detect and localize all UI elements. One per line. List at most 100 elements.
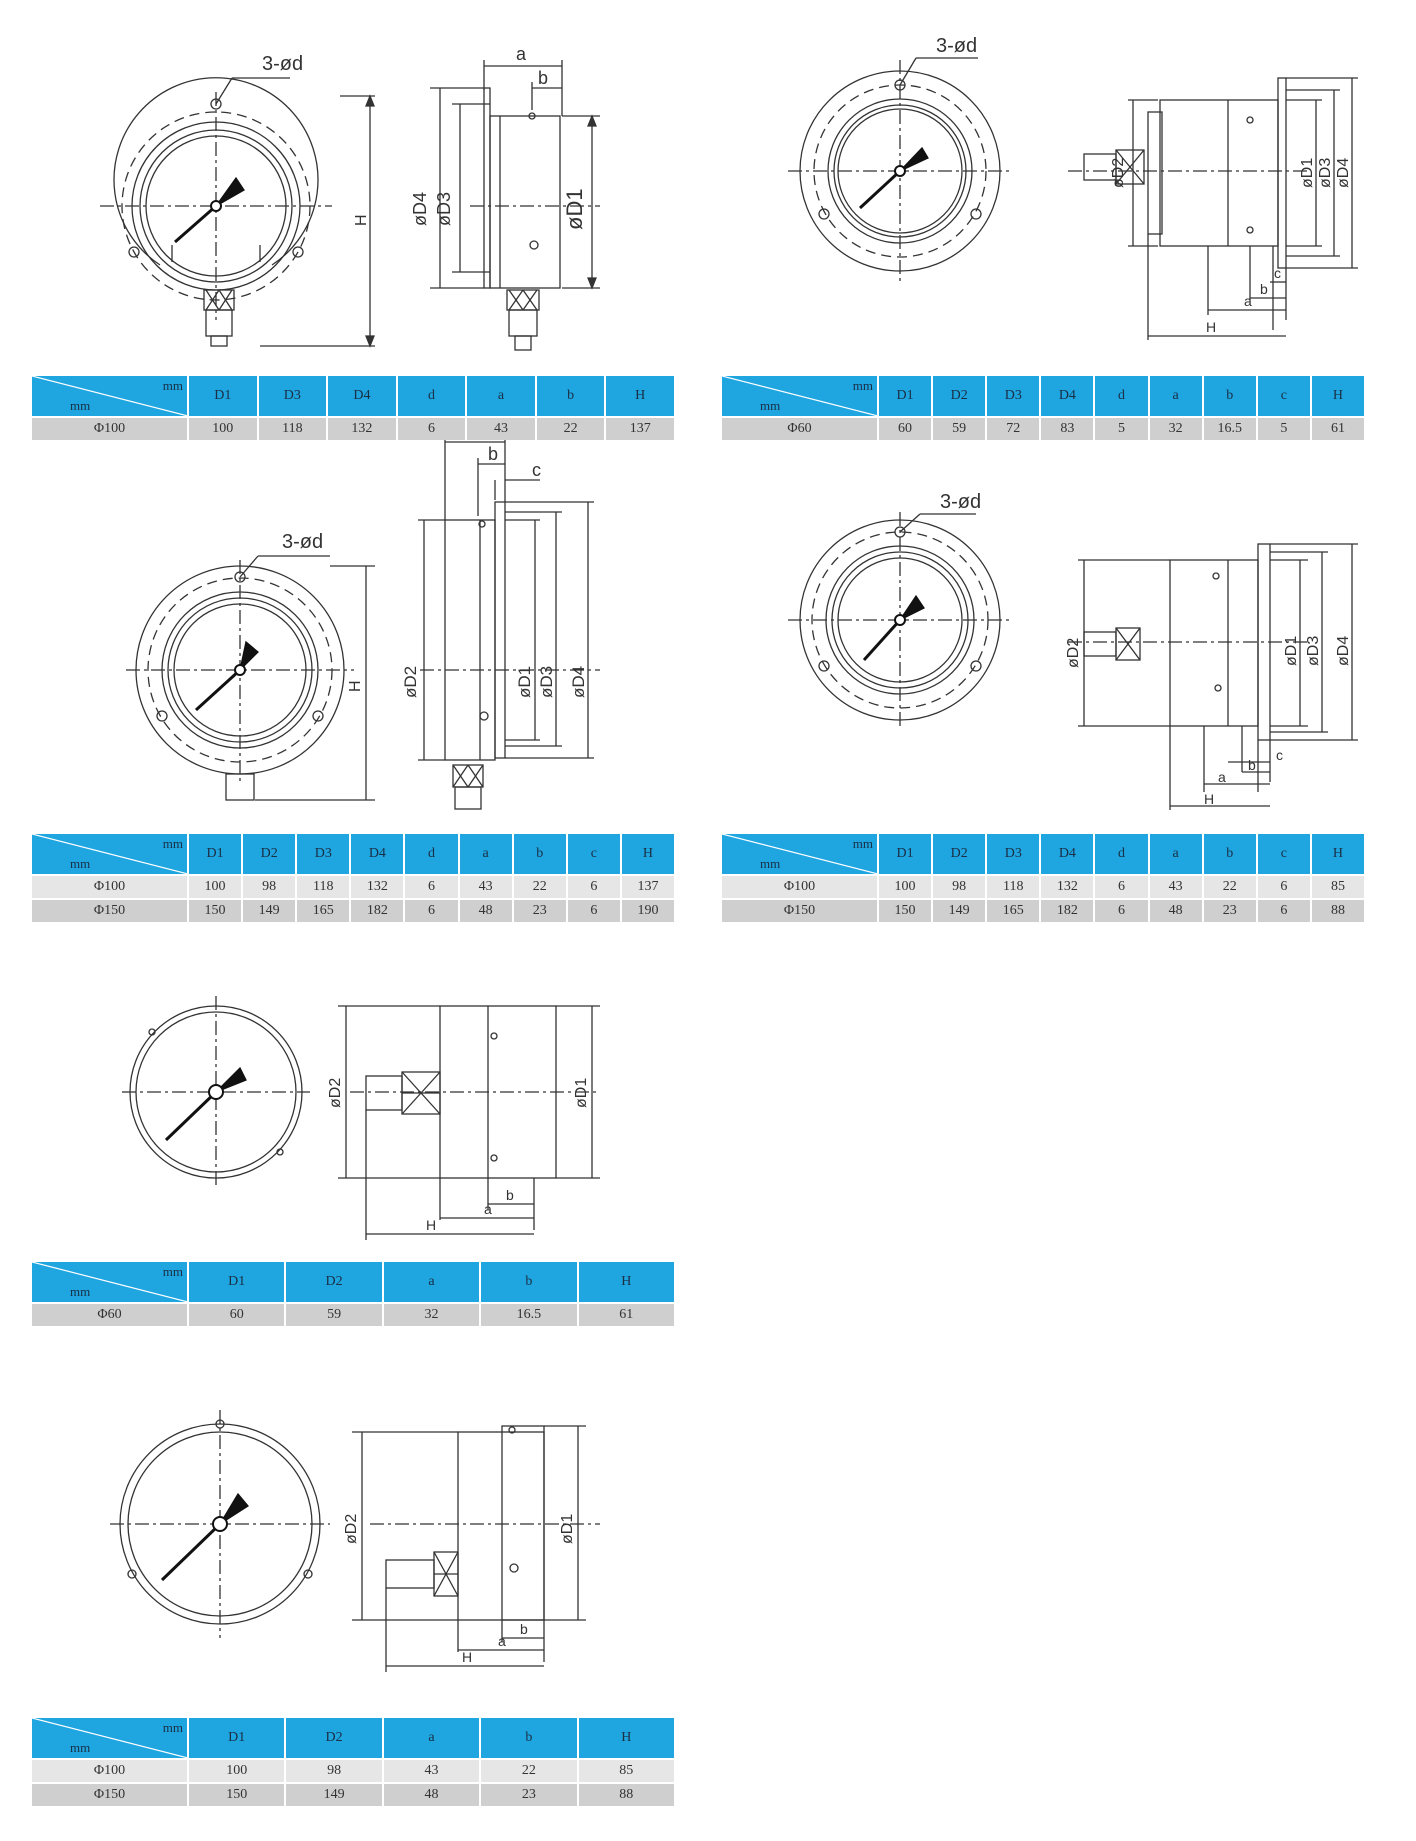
- column-header: b: [1202, 376, 1258, 417]
- unit-corner-cell: mm mm: [32, 834, 189, 875]
- label-holes: 3-ød: [936, 35, 977, 57]
- label-d3: øD3: [434, 192, 454, 226]
- column-header: D1: [878, 834, 934, 875]
- table-cell: 83: [1040, 416, 1096, 440]
- label-d3: øD3: [1305, 636, 1322, 666]
- front-view-1: [100, 77, 375, 348]
- table-cell: 6: [1094, 898, 1150, 922]
- table-cell: 165: [986, 898, 1042, 922]
- table-cell: 60: [878, 416, 934, 440]
- table-cell: 60: [188, 1302, 287, 1326]
- table-row: Φ150 150 149 165 182 6 48 23 6 190: [32, 898, 677, 922]
- front-view-2: [788, 57, 1012, 285]
- label-b: b: [488, 444, 498, 464]
- unit-label: mm: [70, 856, 91, 871]
- label-b: b: [1260, 281, 1268, 297]
- column-header: D2: [242, 834, 298, 875]
- column-header: d: [1094, 834, 1150, 875]
- front-view-3: [126, 555, 375, 801]
- model-cell: Φ100: [722, 874, 879, 899]
- column-header: a: [382, 1262, 482, 1303]
- table-cell: 98: [285, 1758, 384, 1783]
- table-row: Φ100 100 98 118 132 6 43 22 6 137: [32, 874, 677, 899]
- table-cell: 132: [327, 416, 398, 440]
- label-b: b: [520, 1621, 528, 1637]
- model-cell: Φ100: [32, 416, 189, 440]
- column-header: D1: [188, 376, 259, 417]
- label-d1: øD1: [559, 1514, 576, 1544]
- table-cell: 165: [296, 898, 352, 922]
- label-d2: øD2: [343, 1514, 360, 1544]
- spec-table-1: mm mm D1 D3 D4 d a b H Φ100 100 118 132 …: [32, 376, 676, 440]
- table-cell: 6: [404, 898, 460, 922]
- table-cell: 149: [932, 898, 988, 922]
- side-view-5: [338, 1005, 600, 1240]
- spec-table-3: mm mm D1 D2 D3 D4 d a b c H Φ100 100 98 …: [32, 834, 677, 922]
- table-cell: 61: [577, 1302, 677, 1326]
- table-cell: 32: [382, 1302, 482, 1326]
- column-header: c: [566, 834, 622, 875]
- table-cell: 43: [382, 1758, 482, 1783]
- label-h: H: [462, 1649, 472, 1665]
- unit-label: mm: [852, 836, 873, 851]
- table-cell: 43: [466, 416, 537, 440]
- side-view-1: [430, 60, 600, 351]
- table-cell: 6: [566, 898, 622, 922]
- column-header: D1: [188, 1718, 287, 1759]
- unit-label: mm: [852, 378, 873, 393]
- drawing-3: 3-ød a b c øD2 øD1 øD3 øD4 H: [0, 420, 700, 820]
- table-cell: 88: [577, 1782, 677, 1806]
- table-cell: 150: [188, 898, 244, 922]
- label-d1: øD1: [562, 188, 587, 230]
- table-cell: 48: [458, 898, 514, 922]
- drawing-6: øD2 øD1 b a H: [0, 1390, 700, 1690]
- spec-table-2: mm mm D1 D2 D3 D4 d a b c H Φ60 60 59 72…: [722, 376, 1367, 440]
- table-cell: 43: [458, 874, 514, 899]
- column-header: D1: [188, 1262, 287, 1303]
- column-header: d: [1094, 376, 1150, 417]
- table-row: Φ100 100 98 118 132 6 43 22 6 85: [722, 874, 1367, 899]
- column-header: b: [535, 376, 607, 417]
- label-d3: øD3: [537, 666, 556, 698]
- table-cell: 6: [396, 416, 468, 440]
- column-header: H: [1310, 376, 1367, 417]
- model-cell: Φ100: [32, 874, 189, 899]
- model-cell: Φ150: [32, 1782, 189, 1806]
- label-h: H: [347, 680, 364, 692]
- column-header: d: [396, 376, 468, 417]
- table-cell: 6: [1256, 874, 1312, 899]
- label-a: a: [1218, 769, 1226, 785]
- table-cell: 32: [1148, 416, 1204, 440]
- table-cell: 150: [878, 898, 934, 922]
- drawing-5: øD2 øD1 b a H: [0, 990, 700, 1250]
- column-header: a: [466, 376, 537, 417]
- column-header: D3: [986, 376, 1042, 417]
- column-header: D3: [257, 376, 329, 417]
- unit-corner-cell: mm mm: [32, 1262, 189, 1303]
- unit-label: mm: [70, 1284, 91, 1299]
- column-header: d: [404, 834, 460, 875]
- label-d2: øD2: [401, 666, 420, 698]
- table-cell: 61: [1310, 416, 1367, 440]
- table-cell: 48: [1148, 898, 1204, 922]
- label-d1: øD1: [573, 1078, 590, 1108]
- column-header: D4: [327, 376, 398, 417]
- table-cell: 182: [350, 898, 406, 922]
- table-cell: 132: [350, 874, 406, 899]
- column-header: c: [1256, 834, 1312, 875]
- unit-label: mm: [162, 1720, 183, 1735]
- table-header-row: mm mm D1 D2 a b H: [32, 1718, 677, 1759]
- column-header: D4: [1040, 834, 1096, 875]
- table-cell: 100: [188, 874, 244, 899]
- label-holes: 3-ød: [940, 491, 981, 513]
- column-header: a: [1148, 834, 1204, 875]
- label-a: a: [484, 1201, 492, 1217]
- table-cell: 5: [1256, 416, 1312, 440]
- table-cell: 6: [1256, 898, 1312, 922]
- table-row: Φ60 60 59 32 16.5 61: [32, 1302, 677, 1326]
- column-header: D2: [932, 376, 988, 417]
- label-a: a: [516, 44, 527, 64]
- table-cell: 22: [512, 874, 568, 899]
- table-cell: 43: [1148, 874, 1204, 899]
- label-h: H: [353, 214, 370, 226]
